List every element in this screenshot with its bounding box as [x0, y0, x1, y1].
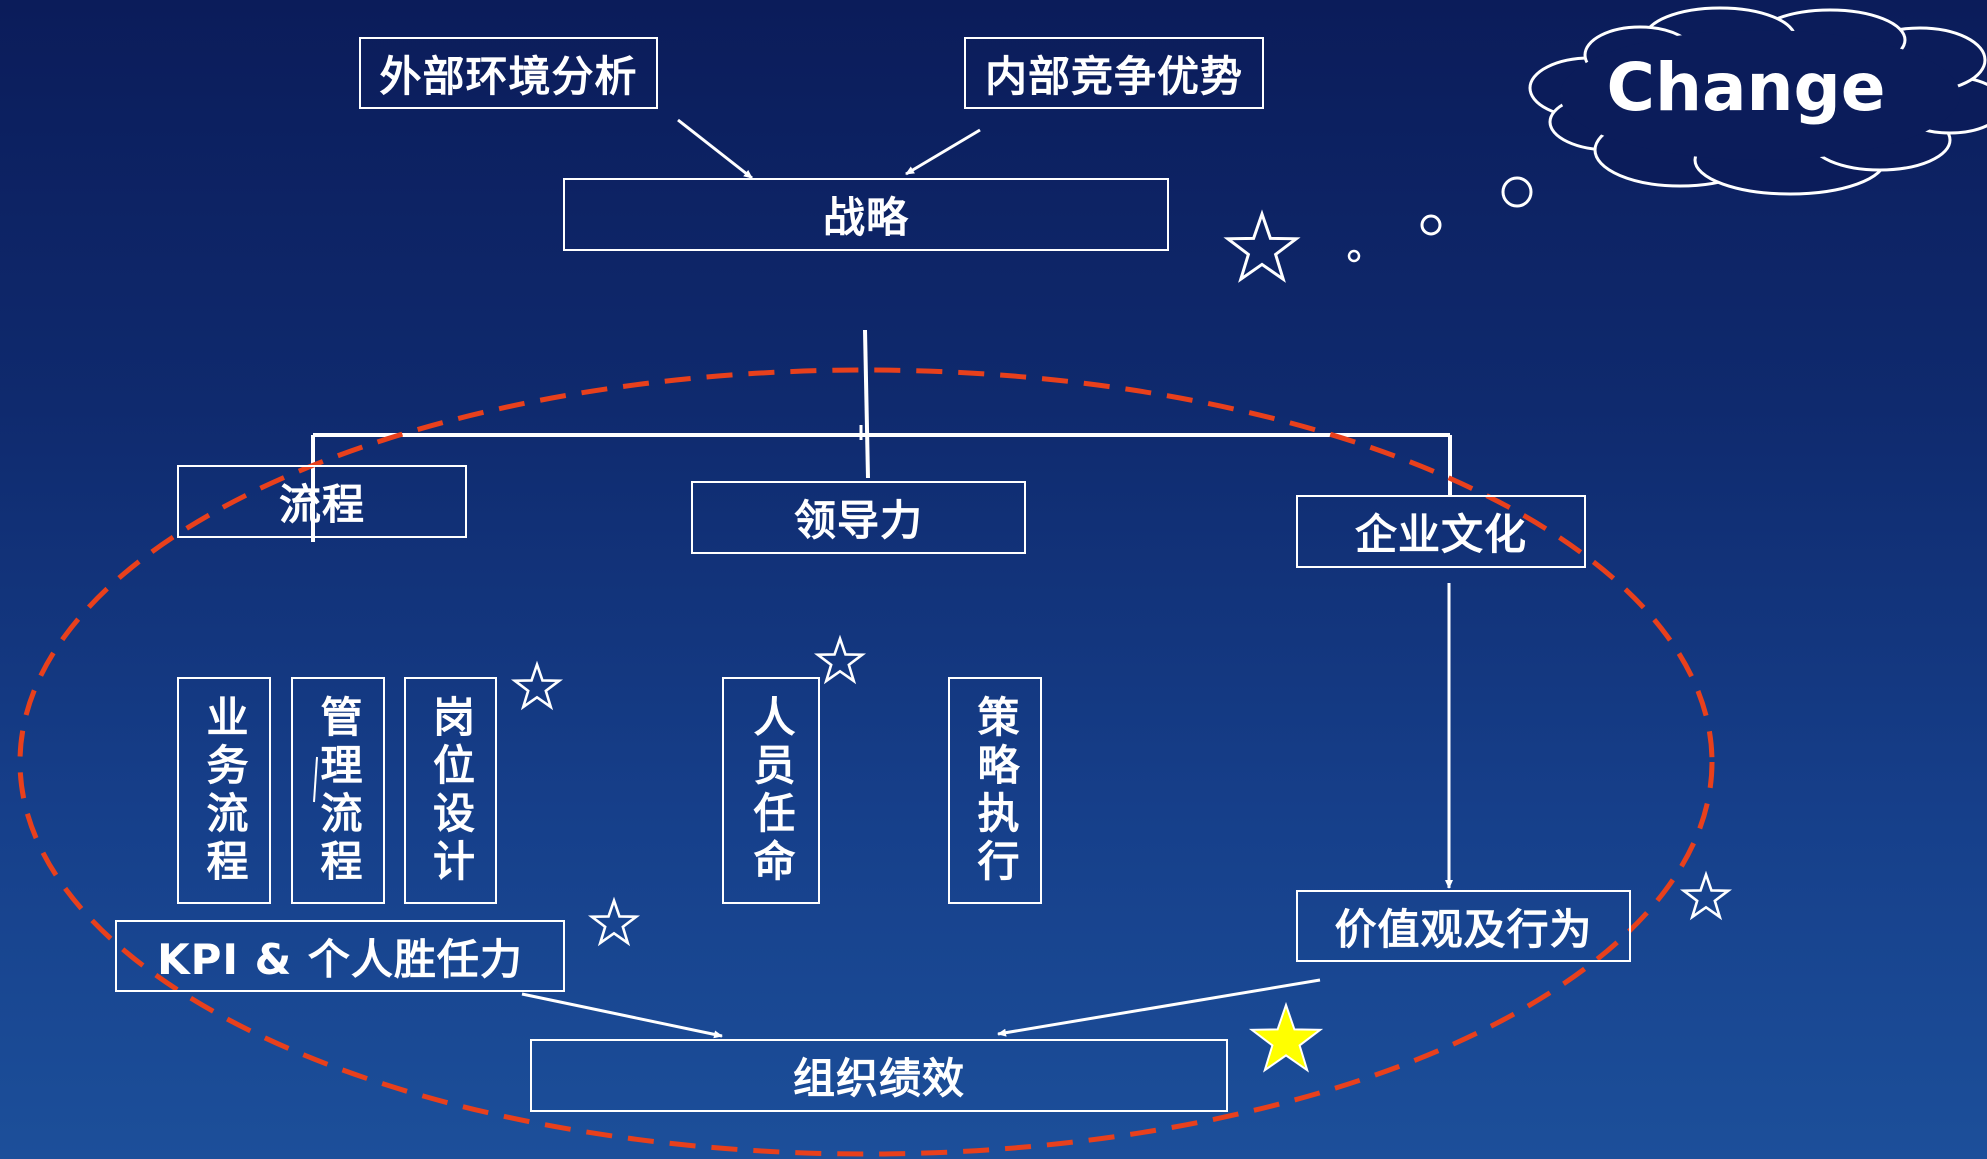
highlight-star-icon: [1248, 1001, 1324, 1073]
management-process-label: 管理流程: [314, 694, 363, 887]
internal-advantage-box: 内部竞争优势: [964, 37, 1264, 109]
position-design-box: 岗位设计: [404, 677, 497, 904]
star-icon: [813, 634, 867, 685]
business-process-label: 业务流程: [200, 694, 249, 887]
stub-line-2: [313, 756, 318, 803]
change-label: Change: [1606, 48, 1886, 126]
kpi-label: KPI & 个人胜任力: [157, 934, 523, 984]
performance-box: 组织绩效: [530, 1039, 1228, 1112]
thought-bubble-medium: [1420, 214, 1442, 236]
performance-label: 组织绩效: [792, 1054, 965, 1103]
thought-cloud: [1528, 6, 1987, 196]
personnel-appointment-label: 人员任命: [747, 694, 796, 887]
arrow-kpi-to-performance: [521, 992, 723, 1039]
thought-bubble-large: [1501, 176, 1533, 208]
strategy-execution-box: 策略执行: [948, 677, 1042, 904]
star-icon: [587, 896, 641, 947]
dashed-ellipse: [17, 367, 1715, 1157]
strategy-label: 战略: [822, 193, 909, 242]
internal-advantage-label: 内部竞争优势: [984, 51, 1243, 101]
kpi-box: KPI & 个人胜任力: [115, 920, 565, 992]
arrow-internal-to-strategy: [905, 128, 981, 176]
external-analysis-label: 外部环境分析: [379, 51, 638, 101]
external-analysis-box: 外部环境分析: [359, 37, 658, 109]
strategy-box: 战略: [563, 178, 1169, 251]
process-label: 流程: [278, 480, 365, 529]
process-box: 流程: [177, 465, 467, 538]
arrow-external-to-strategy: [677, 118, 753, 180]
values-label: 价值观及行为: [1334, 904, 1593, 954]
position-design-label: 岗位设计: [426, 694, 476, 887]
culture-box: 企业文化: [1296, 495, 1586, 568]
strategy-execution-label: 策略执行: [971, 694, 1020, 887]
personnel-appointment-box: 人员任命: [722, 677, 820, 904]
arrow-values-to-performance: [997, 978, 1321, 1037]
culture-label: 企业文化: [1354, 510, 1527, 559]
strategy-trunk-line: [863, 329, 870, 479]
business-process-box: 业务流程: [177, 677, 271, 904]
star-icon: [1679, 870, 1733, 921]
star-icon: [1223, 209, 1301, 283]
leadership-box: 领导力: [691, 481, 1026, 554]
management-process-box: 管理流程: [291, 677, 385, 904]
thought-bubble-small: [1347, 249, 1361, 263]
star-icon: [510, 660, 564, 711]
values-box: 价值观及行为: [1296, 890, 1631, 962]
leadership-label: 领导力: [793, 496, 923, 545]
